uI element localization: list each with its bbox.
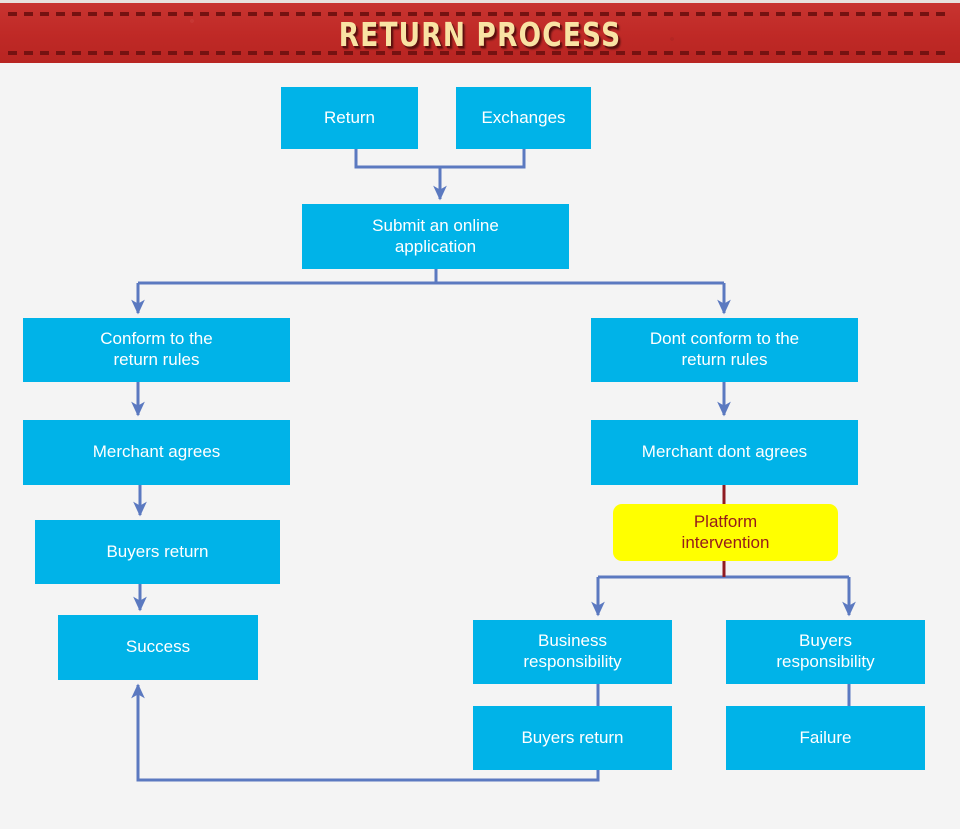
node-exchanges[interactable]: Exchanges: [456, 87, 591, 149]
banner-dash-bottom: [8, 51, 952, 55]
node-return[interactable]: Return: [281, 87, 418, 149]
node-business-responsibility[interactable]: Business responsibility: [473, 620, 672, 684]
node-merchant-dont-agrees[interactable]: Merchant dont agrees: [591, 420, 858, 485]
node-merchant-agrees[interactable]: Merchant agrees: [23, 420, 290, 485]
flowchart-canvas: Return Exchanges Submit an online applic…: [0, 63, 960, 829]
node-buyers-responsibility[interactable]: Buyers responsibility: [726, 620, 925, 684]
node-submit-online-application[interactable]: Submit an online application: [302, 204, 569, 269]
edge-feedback-to-success: [131, 683, 600, 782]
node-buyers-return-right[interactable]: Buyers return: [473, 706, 672, 770]
header-banner: RETURN PROCESS: [0, 0, 960, 63]
node-buyers-return-left[interactable]: Buyers return: [35, 520, 280, 584]
node-platform-intervention[interactable]: Platform intervention: [613, 504, 838, 561]
node-failure[interactable]: Failure: [726, 706, 925, 770]
node-dont-conform-to-return-rules[interactable]: Dont conform to the return rules: [591, 318, 858, 382]
node-conform-to-return-rules[interactable]: Conform to the return rules: [23, 318, 290, 382]
banner-dash-top: [8, 12, 952, 16]
node-success[interactable]: Success: [58, 615, 258, 680]
page-title: RETURN PROCESS: [338, 15, 622, 54]
edge-merge-bus: [354, 149, 526, 169]
connector-layer: [131, 149, 856, 782]
